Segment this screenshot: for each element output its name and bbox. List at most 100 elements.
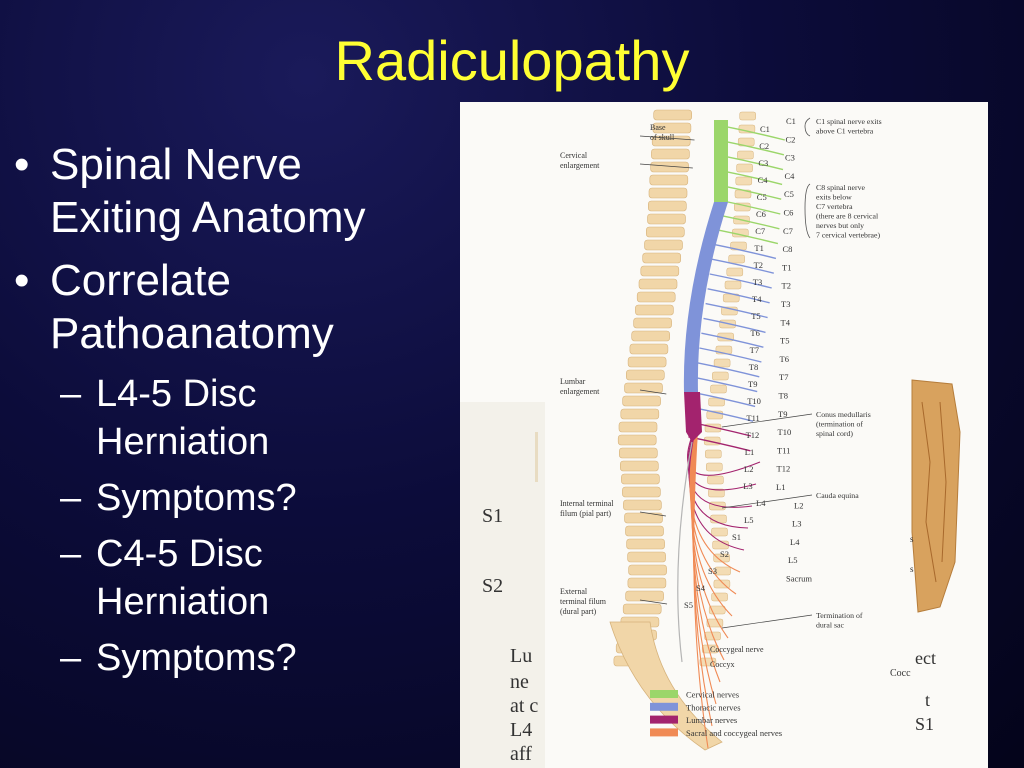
vertebra bbox=[625, 383, 663, 393]
slide-title: Radiculopathy bbox=[0, 28, 1024, 93]
inner-level-l5: L5 bbox=[744, 515, 753, 525]
legend-swatch bbox=[650, 690, 678, 698]
outer-level-t1: T1 bbox=[782, 262, 791, 272]
bullet-list: • Spinal Nerve Exiting Anatomy • Correla… bbox=[14, 138, 454, 690]
spinal-nerves bbox=[688, 126, 785, 748]
background-bone-strip bbox=[535, 432, 538, 482]
outer-level-t9: T9 bbox=[778, 409, 787, 419]
inner-level-t3: T3 bbox=[753, 277, 762, 287]
callout-leader bbox=[722, 414, 812, 427]
vertebra bbox=[628, 552, 666, 562]
outer-level-c7: C7 bbox=[783, 226, 793, 236]
legend-swatch bbox=[650, 716, 678, 724]
outer-level-sacrum: Sacrum bbox=[786, 574, 812, 584]
background-fragment: Lu bbox=[510, 645, 532, 667]
vertebra bbox=[626, 591, 664, 601]
inner-level-c5: C5 bbox=[757, 192, 767, 202]
vertebra-process bbox=[736, 177, 752, 185]
vertebra-process bbox=[712, 372, 728, 380]
bullet-line: Correlate bbox=[50, 256, 231, 305]
inner-level-c7: C7 bbox=[755, 226, 765, 236]
callout-c8note: nerves but only bbox=[816, 221, 864, 230]
vertebra bbox=[629, 565, 667, 575]
callout-external: External bbox=[560, 587, 588, 596]
sub-bullet-line: Symptoms? bbox=[96, 477, 297, 519]
outer-level-t3: T3 bbox=[781, 299, 790, 309]
callout-c1note: C1 spinal nerve exits bbox=[816, 117, 882, 126]
outer-level-t2: T2 bbox=[782, 281, 791, 291]
vertebra bbox=[628, 578, 666, 588]
sub-bullet-c45-herniation: – C4-5 Disc Herniation bbox=[14, 530, 454, 626]
callout-brace bbox=[805, 118, 810, 136]
outer-level-c5: C5 bbox=[784, 189, 794, 199]
vertebra bbox=[651, 149, 689, 159]
vertebra-process bbox=[729, 255, 745, 263]
callout-external: (dural part) bbox=[560, 607, 597, 616]
sub-bullet-dash: – bbox=[60, 474, 81, 522]
vertebra-process bbox=[712, 528, 728, 536]
background-fragment: S1 bbox=[915, 714, 934, 734]
sub-bullet-line: L4-5 Disc bbox=[96, 373, 257, 415]
vertebra-process bbox=[737, 151, 753, 159]
background-fragment: aff bbox=[510, 743, 532, 765]
background-fragment: at c bbox=[510, 695, 538, 717]
callout-termination: dural sac bbox=[816, 621, 844, 630]
vertebra bbox=[628, 357, 666, 367]
sub-bullet-dash: – bbox=[60, 530, 81, 578]
vertebra-process bbox=[711, 385, 727, 393]
callout-cervical: Cervical bbox=[560, 151, 588, 160]
legend-label-0: Cervical nerves bbox=[686, 690, 739, 700]
sub-bullet-line: Herniation bbox=[96, 421, 269, 463]
outer-level-l1: L1 bbox=[776, 482, 785, 492]
outer-level-c6: C6 bbox=[784, 208, 794, 218]
sub-bullet-line: Herniation bbox=[96, 581, 269, 623]
sub-bullet-symptoms-1: – Symptoms? bbox=[14, 474, 454, 522]
background-fragment: ect bbox=[915, 648, 936, 668]
cervical-segment bbox=[714, 120, 728, 202]
vertebra bbox=[645, 240, 683, 250]
inner-level-t2: T2 bbox=[754, 260, 763, 270]
outer-level-t7: T7 bbox=[779, 372, 788, 382]
vertebra bbox=[650, 175, 688, 185]
vertebra-process bbox=[706, 463, 722, 471]
callout-c8note: 7 cervical vertebrae) bbox=[816, 231, 880, 240]
vertebra bbox=[618, 435, 656, 445]
callout-c1note: above C1 vertebra bbox=[816, 127, 874, 136]
outer-level-l4: L4 bbox=[790, 537, 800, 547]
sub-bullet-dash: – bbox=[60, 634, 81, 682]
callout-c8note: C8 spinal nerve bbox=[816, 183, 865, 192]
outer-level-l2: L2 bbox=[794, 500, 803, 510]
outer-level-c8: C8 bbox=[783, 244, 793, 254]
vertebra-process bbox=[740, 112, 756, 120]
inner-level-l3: L3 bbox=[743, 481, 752, 491]
vertebra bbox=[623, 500, 661, 510]
vertebra bbox=[648, 214, 686, 224]
callout-cauda: Cauda equina bbox=[816, 491, 859, 500]
outer-level-c2: C2 bbox=[786, 134, 796, 144]
vertebral-level-labels: C1C2C3C4C5C6C7T1T2T3T4T5T6T7T8T9T10T11T1… bbox=[684, 116, 812, 669]
vertebra bbox=[622, 487, 660, 497]
outer-level-t11: T11 bbox=[777, 445, 790, 455]
vertebra bbox=[621, 474, 659, 484]
legend-label-2: Lumbar nerves bbox=[686, 715, 737, 725]
vertebra bbox=[626, 526, 664, 536]
bullet-spinal-nerve-anatomy: • Spinal Nerve Exiting Anatomy bbox=[14, 138, 454, 244]
bullet-dot: • bbox=[14, 138, 29, 191]
vertebra-process bbox=[705, 450, 721, 458]
outer-level-t12: T12 bbox=[777, 464, 791, 474]
callout-c8note: (there are 8 cervical bbox=[816, 212, 879, 221]
background-bone-fragment bbox=[912, 380, 960, 612]
vertebra bbox=[630, 344, 668, 354]
vertebra bbox=[623, 604, 661, 614]
vertebra bbox=[637, 292, 675, 302]
outer-level-l3: L3 bbox=[792, 519, 801, 529]
background-fragment: S1 bbox=[482, 505, 503, 527]
sub-bullet-dash: – bbox=[60, 370, 81, 418]
vertebra bbox=[620, 461, 658, 471]
vertebra bbox=[643, 253, 681, 263]
sub-bullet-symptoms-2: – Symptoms? bbox=[14, 634, 454, 682]
background-fragment: s bbox=[910, 534, 914, 544]
sub-bullet-l45-herniation: – L4-5 Disc Herniation bbox=[14, 370, 454, 466]
inner-level-t7: T7 bbox=[750, 345, 759, 355]
